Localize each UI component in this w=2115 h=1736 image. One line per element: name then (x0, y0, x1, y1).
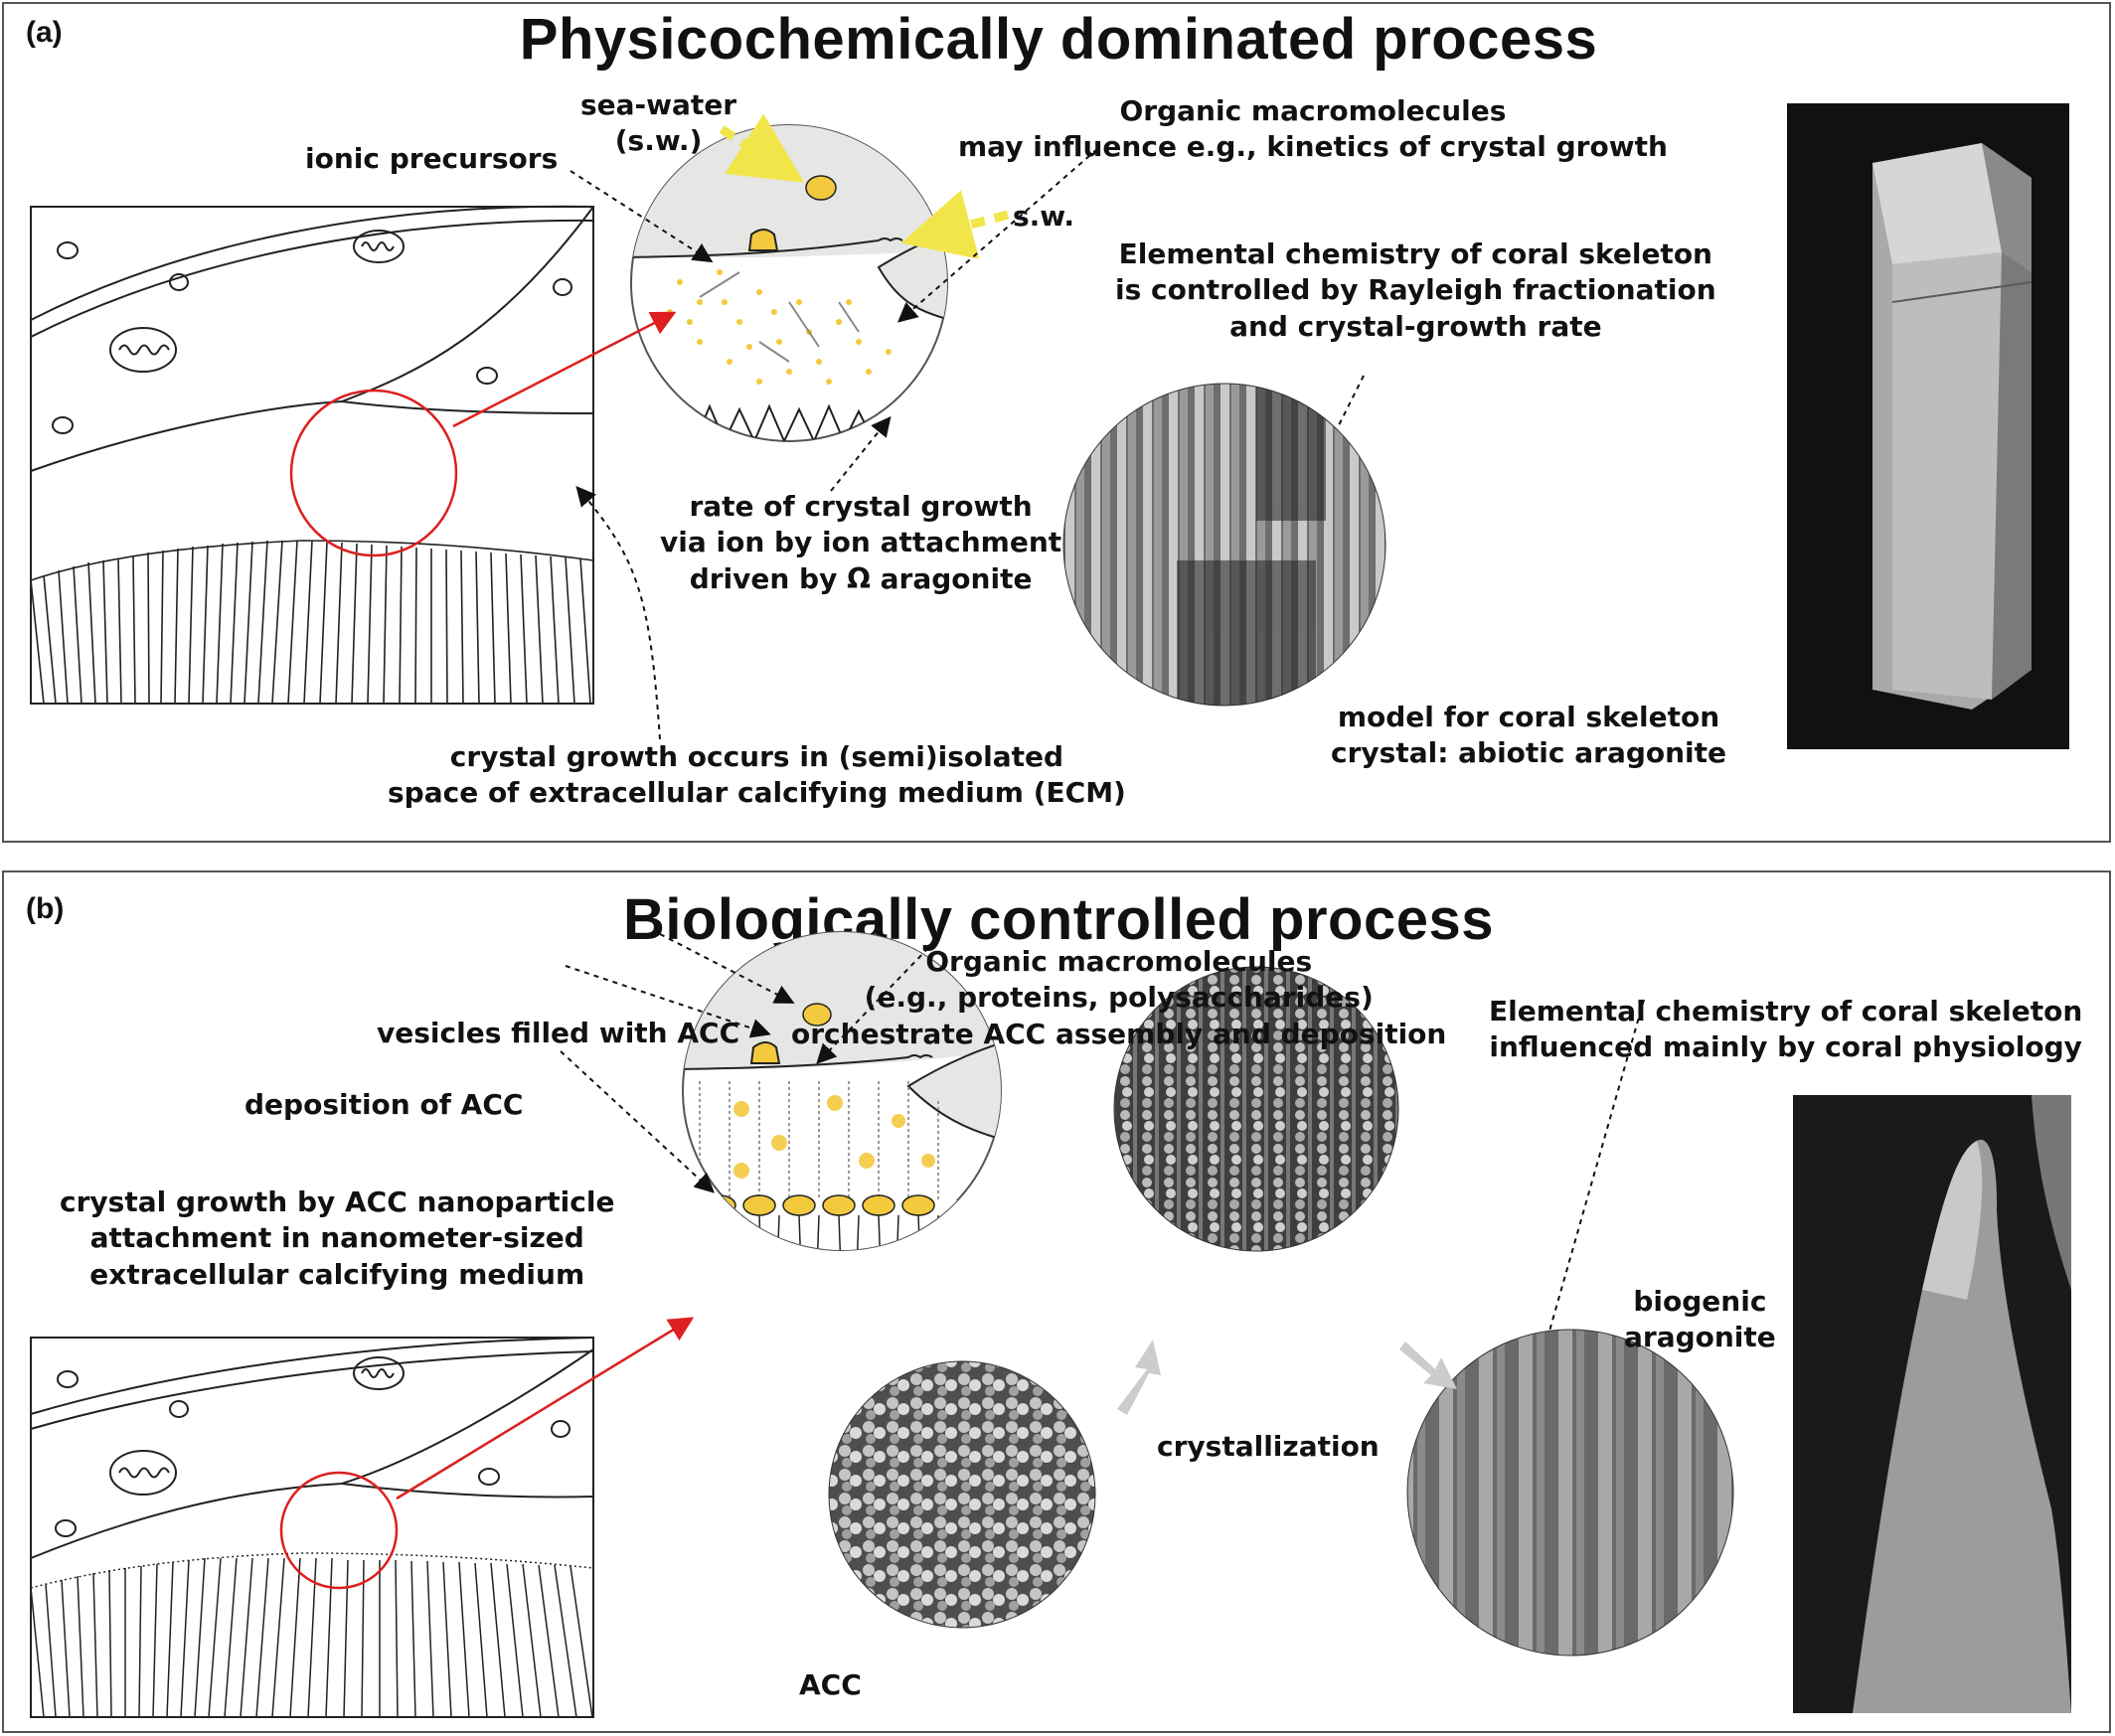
label-ionic-precursors: ionic precursors (305, 142, 559, 175)
label-sw: s.w. (1013, 200, 1075, 233)
panel-b-title: Biologically controlled process (622, 887, 1495, 952)
sem-image-rods (1062, 383, 1386, 707)
mitochondrion-icon (109, 1450, 177, 1496)
panel-a-letter: (a) (26, 16, 63, 49)
sem-image-crystallized (1113, 966, 1399, 1252)
process-arrow-up-icon (1117, 1340, 1161, 1415)
panel-a: (a) Physicochemically dominated process (2, 2, 2111, 843)
sem-image-acc (828, 1360, 1096, 1629)
zoom-circle-a (630, 124, 948, 442)
tissue-drawing-a (30, 205, 594, 705)
sem-image-aragonite-fibres (1406, 1329, 1734, 1657)
process-arrow-down-icon (1399, 1341, 1457, 1389)
ionic-precursor-dots (667, 269, 892, 385)
panel-a-graphics (30, 103, 2069, 749)
panel-a-title: Physicochemically dominated process (519, 7, 1598, 72)
label-acc: ACC (799, 1668, 862, 1701)
zoom-circle-b (682, 931, 1002, 1251)
panel-b-letter: (b) (26, 892, 65, 925)
label-deposition: deposition of ACC (244, 1088, 524, 1121)
panel-b: (b) Biologically controlled process (2, 870, 2111, 1733)
mitochondrion-icon (353, 1356, 405, 1390)
mitochondrion-icon (109, 327, 177, 373)
panel-b-graphics (30, 931, 2071, 1718)
label-vesicles: vesicles filled with ACC (377, 1017, 740, 1049)
tissue-drawing-b (30, 1337, 594, 1718)
sem-image-biogenic-aragonite (1793, 1095, 2071, 1713)
label-sea-water: sea-water(s.w.) (580, 88, 737, 158)
label-organic-macromolecules-b: Organic macromolecules(e.g., proteins, p… (791, 945, 1447, 1050)
sem-image-abiotic-aragonite (1787, 103, 2069, 749)
mitochondrion-icon (353, 230, 405, 263)
label-crystallization: crystallization (1157, 1430, 1380, 1463)
